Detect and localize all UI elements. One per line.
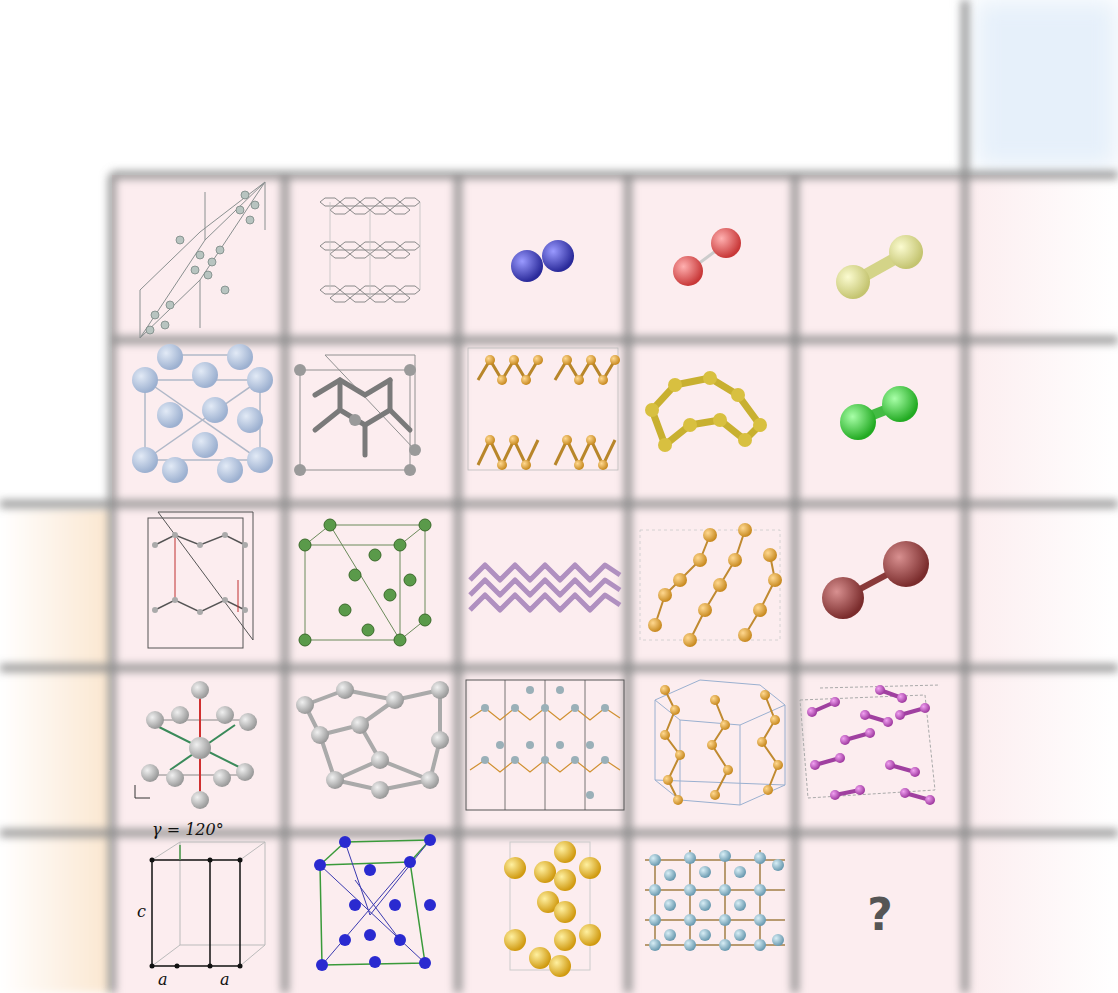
silicon-diamond	[294, 355, 421, 476]
bismuth-cell	[504, 841, 601, 977]
antimony-cell	[466, 680, 624, 810]
sulfur-ring	[645, 371, 767, 452]
aluminium-fcc	[132, 344, 273, 483]
angle-label: γ = 120°	[152, 822, 224, 838]
tin-cell	[296, 681, 449, 799]
selenium-chains	[640, 523, 782, 647]
nitrogen-molecule	[511, 240, 574, 282]
hexagonal-cell	[150, 842, 266, 969]
fluorine-molecule	[836, 235, 923, 299]
axis-label: c	[137, 904, 146, 920]
boron-cell	[140, 182, 265, 338]
bromine-molecule	[822, 541, 929, 619]
iodine-cell	[800, 685, 940, 805]
tellurium-chains	[655, 680, 785, 805]
graphite-layers	[320, 198, 420, 302]
germanium-diamond	[299, 519, 431, 646]
black-phosphorus	[468, 348, 620, 470]
axis-label: a	[158, 972, 168, 988]
lead-fcc	[314, 834, 436, 971]
unknown-mark: ?	[867, 889, 893, 940]
oxygen-molecule	[673, 228, 741, 286]
arsenic-layers	[470, 565, 620, 610]
axis-label: a	[220, 972, 230, 988]
chlorine-molecule	[840, 386, 918, 440]
polonium-cubic	[645, 850, 785, 951]
gallium-cell	[148, 512, 253, 648]
element-cell: ?	[798, 838, 962, 990]
indium-cell	[135, 681, 257, 809]
